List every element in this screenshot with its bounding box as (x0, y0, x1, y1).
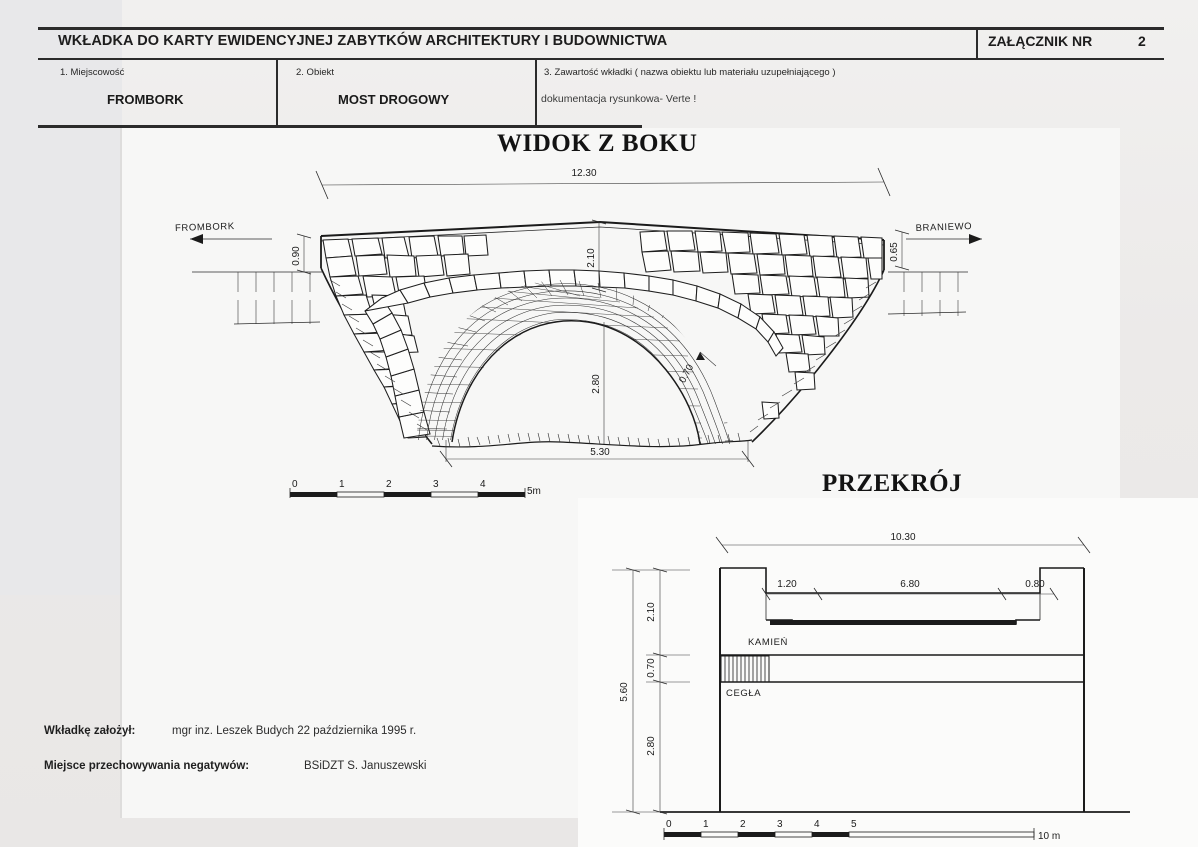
scale-tick-2: 2 (386, 479, 392, 490)
dim-value-total-span: 12.30 (571, 168, 596, 179)
material-label-stone: KAMIEŃ (748, 637, 788, 648)
dim-section-carriageway: 6.80 (818, 579, 1007, 601)
footer-created-by-label: Wkładkę założył: (44, 725, 136, 737)
dim-section-heights: 5.60 2.10 0.70 2.80 (612, 567, 690, 815)
dim-value-left-parapet: 0.90 (291, 246, 302, 266)
header-top-rule (38, 27, 1164, 30)
field-value-locality: FROMBORK (107, 92, 184, 107)
dim-arch-span: 5.30 (439, 440, 755, 468)
footer-negatives-label: Miejsce przechowywania negatywów: (44, 760, 250, 772)
dim-arch-rise: 2.80 (591, 322, 605, 444)
dim-value-right-parapet: 0.65 (889, 242, 900, 262)
dim-value-kerb-left: 1.20 (777, 579, 797, 590)
dim-section-kerb-right: 0.80 (1002, 579, 1059, 601)
scan-left-shade (0, 0, 122, 595)
field-caption-content: 3. Zawartość wkładki ( nazwa obiektu lub… (544, 67, 836, 78)
section-scale-tick-2: 2 (740, 819, 746, 830)
side-view-title: WIDOK Z BOKU (497, 130, 698, 157)
annex-number: 2 (1138, 33, 1146, 49)
footer-created-by-value: mgr inz. Leszek Budych 22 października 1… (172, 725, 417, 737)
section-body (660, 567, 1130, 813)
field-caption-object: 2. Obiekt (296, 67, 335, 78)
ground-left (192, 271, 322, 325)
side-view-scale-bar: 0 1 2 3 4 5m (289, 479, 541, 498)
field-caption-locality: 1. Miejscowość (60, 67, 125, 78)
scale-tick-4: 4 (480, 479, 486, 490)
header-title-divider (976, 27, 978, 58)
arch-intrados (451, 320, 701, 445)
direction-arrow-left: FROMBORK (175, 221, 272, 244)
cross-section-scale-bar: 0 1 2 3 4 5 10 m (663, 819, 1060, 842)
section-scale-end-label: 10 m (1038, 831, 1060, 842)
dim-value-upper-height: 2.10 (646, 602, 657, 622)
material-label-brick: CEGŁA (726, 688, 761, 699)
header-bottom-rule (38, 125, 642, 128)
direction-label-left: FROMBORK (175, 221, 235, 234)
dim-value-section-height: 5.60 (619, 682, 630, 702)
ground-right (887, 271, 968, 316)
scan-section-area (578, 498, 1198, 847)
direction-arrow-right: BRANIEWO (906, 221, 982, 244)
section-scale-tick-3: 3 (777, 819, 783, 830)
dim-value-arch-span: 5.30 (590, 447, 610, 458)
annex-label: ZAŁĄCZNIK NR (988, 33, 1093, 49)
header-block: WKŁADKA DO KARTY EWIDENCYJNEJ ZABYTKÓW A… (38, 27, 1164, 128)
header-mid-rule (38, 58, 1164, 60)
arch-outer-voussoirs (364, 269, 784, 439)
dim-value-kerb-right: 0.80 (1025, 579, 1045, 590)
cross-section-title: PRZEKRÓJ (822, 470, 963, 497)
dim-value-section-width: 10.30 (890, 532, 915, 543)
scale-tick-0: 0 (292, 479, 298, 490)
scale-tick-1: 1 (339, 479, 345, 490)
dim-value-deck-center: 2.10 (586, 248, 597, 268)
riverbed-line (431, 432, 753, 448)
dim-value-brick-layer: 0.70 (646, 658, 657, 678)
dim-deck-center: 2.10 (586, 219, 607, 293)
section-scale-tick-1: 1 (703, 819, 709, 830)
section-scale-tick-4: 4 (814, 819, 820, 830)
dim-section-kerb-left: 1.20 (761, 579, 823, 601)
scan-fold-line (120, 128, 122, 818)
document-title: WKŁADKA DO KARTY EWIDENCYJNEJ ZABYTKÓW A… (58, 33, 668, 49)
header-cell-divider-1 (276, 60, 278, 125)
footer-negatives-value: BSiDZT S. Januszewski (304, 760, 427, 772)
dim-left-parapet: 0.90 (291, 233, 312, 275)
header-cell-divider-2 (535, 60, 537, 125)
dim-total-span: 12.30 (315, 167, 891, 200)
section-scale-tick-0: 0 (666, 819, 672, 830)
direction-label-right: BRANIEWO (915, 221, 972, 234)
dim-value-carriageway: 6.80 (900, 579, 920, 590)
brick-hatch-swatch (720, 655, 770, 683)
dim-value-lower-height: 2.80 (646, 736, 657, 756)
dim-right-parapet: 0.65 (889, 229, 910, 271)
scale-end-label: 5m (527, 486, 541, 497)
scale-tick-3: 3 (433, 479, 439, 490)
field-value-object: MOST DROGOWY (338, 92, 450, 107)
slope-hatching (329, 279, 877, 433)
field-value-content: dokumentacja rysunkowa- Verte ! (541, 93, 697, 105)
stone-masonry-right (639, 230, 883, 420)
section-scale-tick-5: 5 (851, 819, 857, 830)
dim-section-total-width: 10.30 (715, 532, 1091, 554)
dim-value-arch-rise: 2.80 (591, 374, 602, 394)
